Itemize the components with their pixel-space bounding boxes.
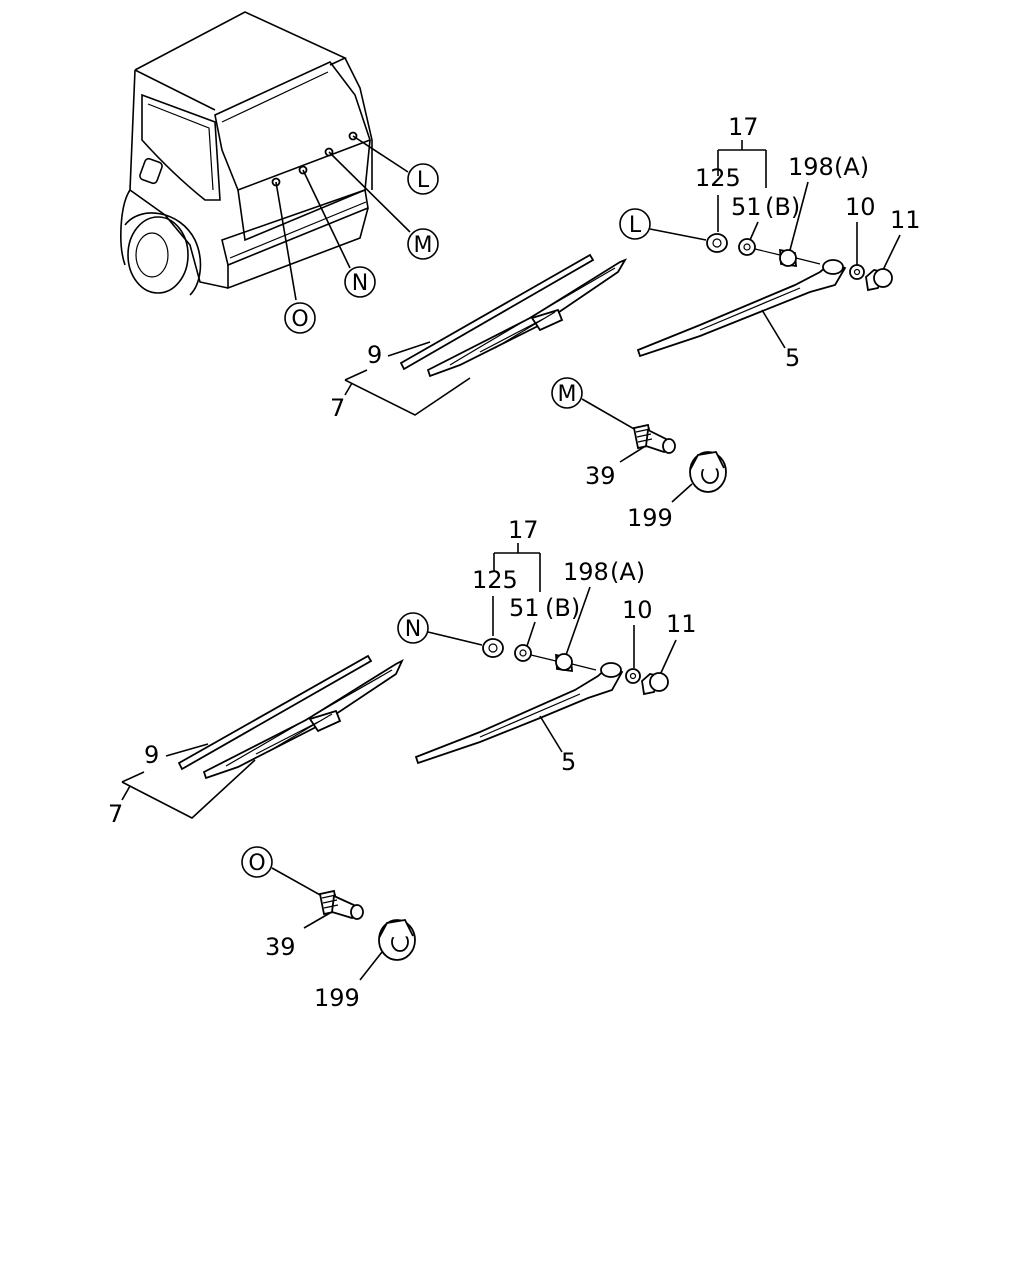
callout-L: L: [407, 163, 439, 195]
washer-10-lower: [625, 668, 641, 684]
wiper-motor-shaft-39: [632, 423, 676, 454]
bushing-198-lower: [555, 653, 573, 673]
callout-N-lower: N: [397, 612, 429, 644]
label-10-lower: 10: [622, 596, 653, 624]
label-7-lower: 7: [108, 800, 123, 828]
callout-O: O: [284, 302, 316, 334]
vehicle-rear-illustration: [120, 11, 411, 301]
label-199: 199: [627, 504, 673, 532]
washer-10: [849, 264, 865, 280]
label-17: 17: [728, 113, 759, 141]
wiper-blade-7: [426, 258, 628, 378]
label-51-lower: 51: [509, 594, 540, 622]
svg-text:O: O: [291, 307, 308, 332]
label-5-lower: 5: [561, 748, 576, 776]
upper-assembly: 17 125 51 (B) 198 (A) 10 11 L: [330, 113, 921, 532]
svg-text:N: N: [405, 617, 421, 642]
washer-51-lower: [514, 644, 532, 662]
label-51-b-lower: (B): [545, 594, 580, 622]
svg-text:L: L: [417, 168, 430, 193]
label-198-a: (A): [834, 153, 869, 181]
label-9-lower: 9: [144, 741, 159, 769]
svg-text:O: O: [248, 851, 265, 876]
cap-11: [865, 268, 893, 292]
svg-text:L: L: [629, 213, 642, 238]
svg-text:M: M: [558, 382, 577, 407]
washer-51: [738, 238, 756, 256]
label-198: 198: [788, 153, 834, 181]
blade-rubber-9: [399, 253, 595, 371]
label-7: 7: [330, 394, 345, 422]
label-125-lower: 125: [472, 566, 518, 594]
grommet-199-lower: [378, 919, 416, 961]
cap-11-lower: [641, 672, 669, 696]
label-39: 39: [585, 462, 616, 490]
label-17-lower: 17: [508, 516, 539, 544]
bushing-198: [779, 248, 797, 268]
callout-N: N: [344, 266, 376, 298]
label-198-a-lower: (A): [610, 558, 645, 586]
label-198-lower: 198: [563, 558, 609, 586]
label-51-b: (B): [765, 193, 800, 221]
blade-rubber-9-lower: [177, 654, 373, 771]
label-51: 51: [731, 193, 762, 221]
callout-L-upper: L: [619, 208, 651, 240]
nut-125: [706, 233, 728, 253]
label-9: 9: [367, 341, 382, 369]
label-10: 10: [845, 193, 876, 221]
lower-assembly: 17 125 51 (B) 198 (A) 10 11 N: [108, 516, 697, 1012]
label-199-lower: 199: [314, 984, 360, 1012]
wiper-arm-5: [636, 259, 847, 358]
callout-M: M: [407, 228, 439, 260]
svg-text:N: N: [352, 271, 368, 296]
label-39-lower: 39: [265, 933, 296, 961]
label-11-lower: 11: [666, 610, 697, 638]
wiper-arm-5-lower: [414, 662, 624, 765]
grommet-199: [689, 451, 727, 493]
nut-125-lower: [482, 638, 504, 658]
wiper-blade-7-lower: [202, 659, 404, 780]
label-11: 11: [890, 206, 921, 234]
svg-text:M: M: [414, 233, 433, 258]
callout-O-lower: O: [241, 846, 273, 878]
wiper-motor-shaft-39-lower: [318, 889, 364, 920]
callout-M-upper: M: [551, 377, 583, 409]
label-5: 5: [785, 344, 800, 372]
label-125: 125: [695, 164, 741, 192]
